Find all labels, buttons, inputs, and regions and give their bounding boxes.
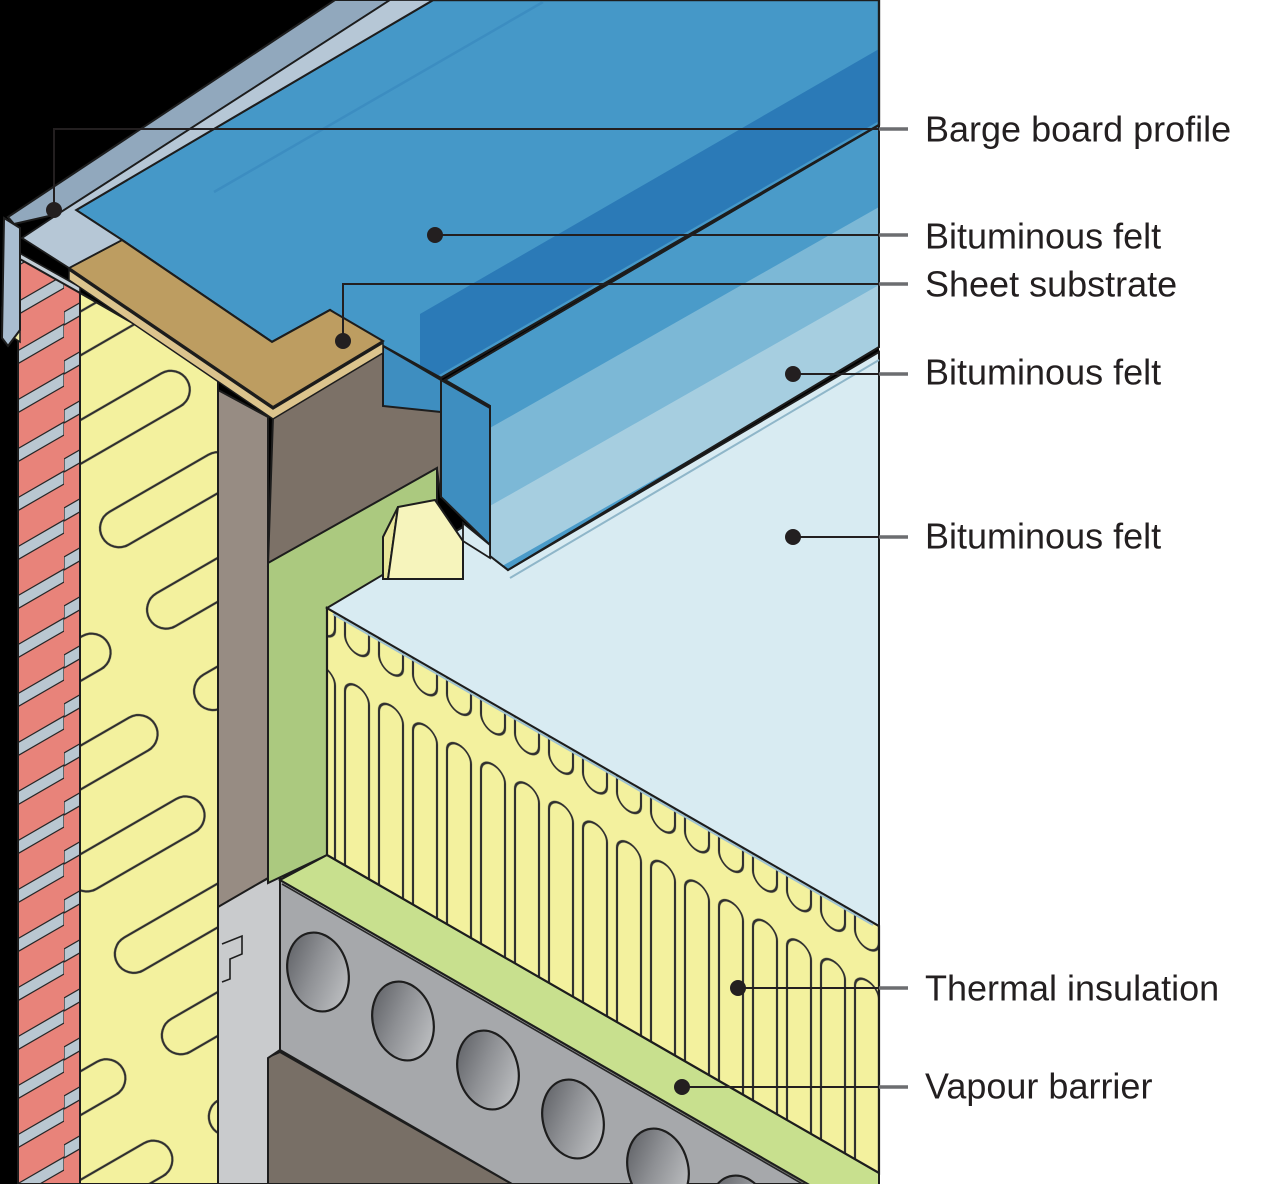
brick-outer-leaf: [13, 248, 81, 1184]
callout-labels: Barge board profile Bituminous felt Shee…: [925, 109, 1231, 1107]
label-bituminous-felt-lower: Bituminous felt: [925, 516, 1161, 557]
felt-upturn-on-fillet: [462, 521, 491, 560]
leader-dot: [674, 1079, 690, 1095]
bituminous-felt-top-sheet: [73, 0, 881, 548]
felt-seam-line: [213, 0, 544, 194]
angle-fillet: [382, 498, 491, 580]
leader-dot: [730, 980, 746, 996]
barge-board-top-face: [20, 0, 435, 270]
cavity-insulation-batt: [79, 291, 219, 1184]
leader-lines: [53, 128, 879, 1088]
leader-stubs: [879, 127, 908, 1089]
felt-shade-band-1: [445, 207, 879, 545]
slab-top-outline-2: [281, 883, 805, 1184]
barge-board-drip-edge: [0, 216, 21, 348]
label-vapour-barrier: Vapour barrier: [925, 1066, 1152, 1107]
slab-cut-notch: [221, 934, 243, 983]
leader-sheet-substrate: [342, 283, 879, 341]
felt-edge-highlight: [509, 359, 880, 579]
label-bituminous-felt-middle: Bituminous felt: [925, 352, 1161, 393]
label-bituminous-felt-top: Bituminous felt: [925, 216, 1161, 257]
timber-upstand-side-face: [217, 388, 269, 909]
felt-edge-highlight-2: [332, 613, 874, 926]
slab-core-holes: [286, 931, 772, 1184]
leader-dot: [427, 227, 443, 243]
label-sheet-substrate: Sheet substrate: [925, 264, 1177, 305]
leader-barge-board: [53, 128, 879, 210]
bituminous-felt-middle-sheet: [443, 123, 880, 572]
sheet-substrate-edge: [68, 268, 384, 420]
felt-shade-band-2: [445, 285, 879, 570]
leader-dot: [46, 202, 62, 218]
barge-board: [0, 0, 435, 348]
felt-overlap-dark-band: [420, 49, 879, 378]
leader-dot: [785, 529, 801, 545]
leader-dot: [785, 366, 801, 382]
leader-dots: [46, 202, 801, 1095]
label-thermal-insulation: Thermal insulation: [925, 968, 1219, 1009]
leader-dot: [335, 333, 351, 349]
label-barge-board-profile: Barge board profile: [925, 109, 1231, 150]
